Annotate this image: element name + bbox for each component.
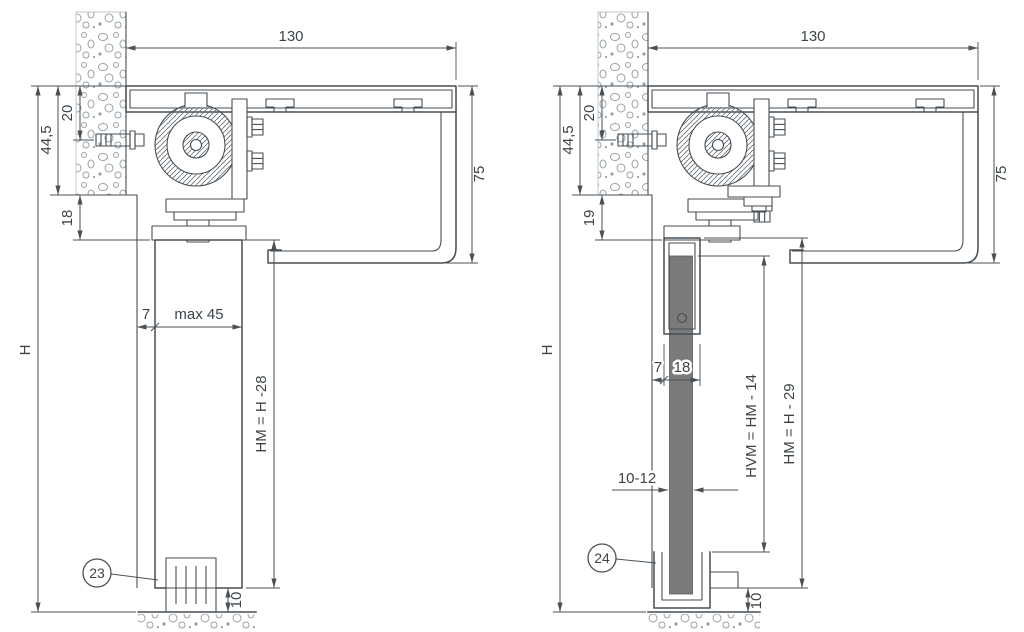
left-section-view: 130 75 44,5 20 18 H: [17, 11, 488, 630]
dim-total-height-right: H: [539, 85, 646, 613]
dim-label: HM = H -28: [253, 375, 270, 452]
dim-total-height-left: H: [17, 85, 136, 613]
dim-screw-offset-left: 20: [59, 86, 94, 141]
dim-glass-thickness: 10-12: [612, 468, 738, 493]
clamp-screw: [676, 312, 688, 324]
floor-section: [137, 611, 257, 630]
dim-label: 130: [278, 28, 303, 45]
dim-door-height-left: HM = H -28: [246, 239, 280, 589]
bottom-bracket: [710, 571, 739, 589]
t-slot: [787, 98, 817, 112]
dim-label: 44,5: [38, 125, 55, 154]
wall-section: [597, 11, 653, 588]
dim-profile-height-left: 75: [446, 85, 488, 264]
clamp-top-plate: [663, 225, 741, 241]
roller-trolley: [155, 93, 263, 242]
dim-label: H: [539, 345, 556, 356]
fascia-outer: [267, 111, 457, 264]
dim-label: 7: [142, 306, 150, 323]
bottom-guide: [165, 557, 217, 613]
glass-clamp-assembly: [663, 185, 781, 241]
wall-section: [75, 11, 138, 588]
dim-ceiling-gap-right: 19: [581, 195, 662, 241]
dim-top-width-left: 130: [125, 28, 457, 80]
wall-face-line: [598, 194, 653, 588]
dim-floor-gap-left: 10: [225, 588, 245, 612]
dim-label: 20: [59, 105, 76, 122]
dim-label: 10: [748, 593, 765, 610]
track-profile: [647, 85, 979, 264]
dim-label: 75: [993, 166, 1010, 183]
dim-floor-gap-right: 10: [738, 587, 765, 612]
callout-label: 24: [594, 550, 610, 566]
right-section-view: 130 75 44,5 20 19 H: [539, 11, 1010, 630]
hanger-plate: [151, 225, 247, 241]
dim-wall-top-left: 44,5: [38, 85, 126, 196]
dim-top-width-right: 130: [647, 28, 979, 80]
dim-label: HVM = HM - 14: [743, 374, 760, 478]
floor-section: [647, 611, 761, 630]
dim-glass-height: HVM = HM - 14: [698, 255, 770, 553]
dim-label: 130: [800, 28, 825, 45]
dim-label: 7: [654, 359, 662, 376]
dim-profile-height-right: 75: [968, 85, 1010, 264]
track-profile: [125, 85, 457, 264]
dim-label: 10: [228, 592, 245, 609]
clamp-arm: [727, 185, 781, 198]
callout-label: 23: [89, 565, 105, 581]
dim-clamp-width-right: 7 18: [651, 344, 701, 386]
dim-door-height-right: HM = H - 29: [704, 237, 808, 589]
t-slot: [265, 98, 295, 112]
wall-face-line: [76, 194, 138, 588]
dim-label: 19: [581, 210, 598, 227]
callout-23: 23: [82, 558, 159, 588]
dim-label: H: [17, 345, 34, 356]
dim-label: HM = H - 29: [781, 383, 798, 464]
dim-door-thickness-left: 7 max 45: [137, 306, 242, 332]
bottom-channel: [653, 551, 739, 609]
dim-label: 44,5: [560, 125, 577, 154]
dim-label: 75: [471, 166, 488, 183]
callout-24: 24: [587, 543, 657, 573]
dim-screw-offset-right: 20: [581, 86, 616, 141]
glass-clamp-profile: [663, 237, 701, 335]
dim-label: max 45: [174, 306, 223, 323]
fascia-inner: [270, 112, 442, 252]
t-slot: [915, 98, 945, 112]
glass-panel: [669, 255, 693, 595]
dim-label: 18: [674, 359, 691, 376]
t-slot: [393, 98, 423, 112]
dim-label: 10-12: [618, 470, 656, 487]
fascia-inner: [792, 112, 964, 252]
door-panel: [151, 225, 247, 613]
dim-ceiling-gap-left: 18: [59, 195, 150, 241]
dim-label: 18: [59, 210, 76, 227]
dim-label: 20: [581, 105, 598, 122]
fascia-outer: [789, 111, 979, 264]
roller-trolley: [677, 93, 785, 242]
